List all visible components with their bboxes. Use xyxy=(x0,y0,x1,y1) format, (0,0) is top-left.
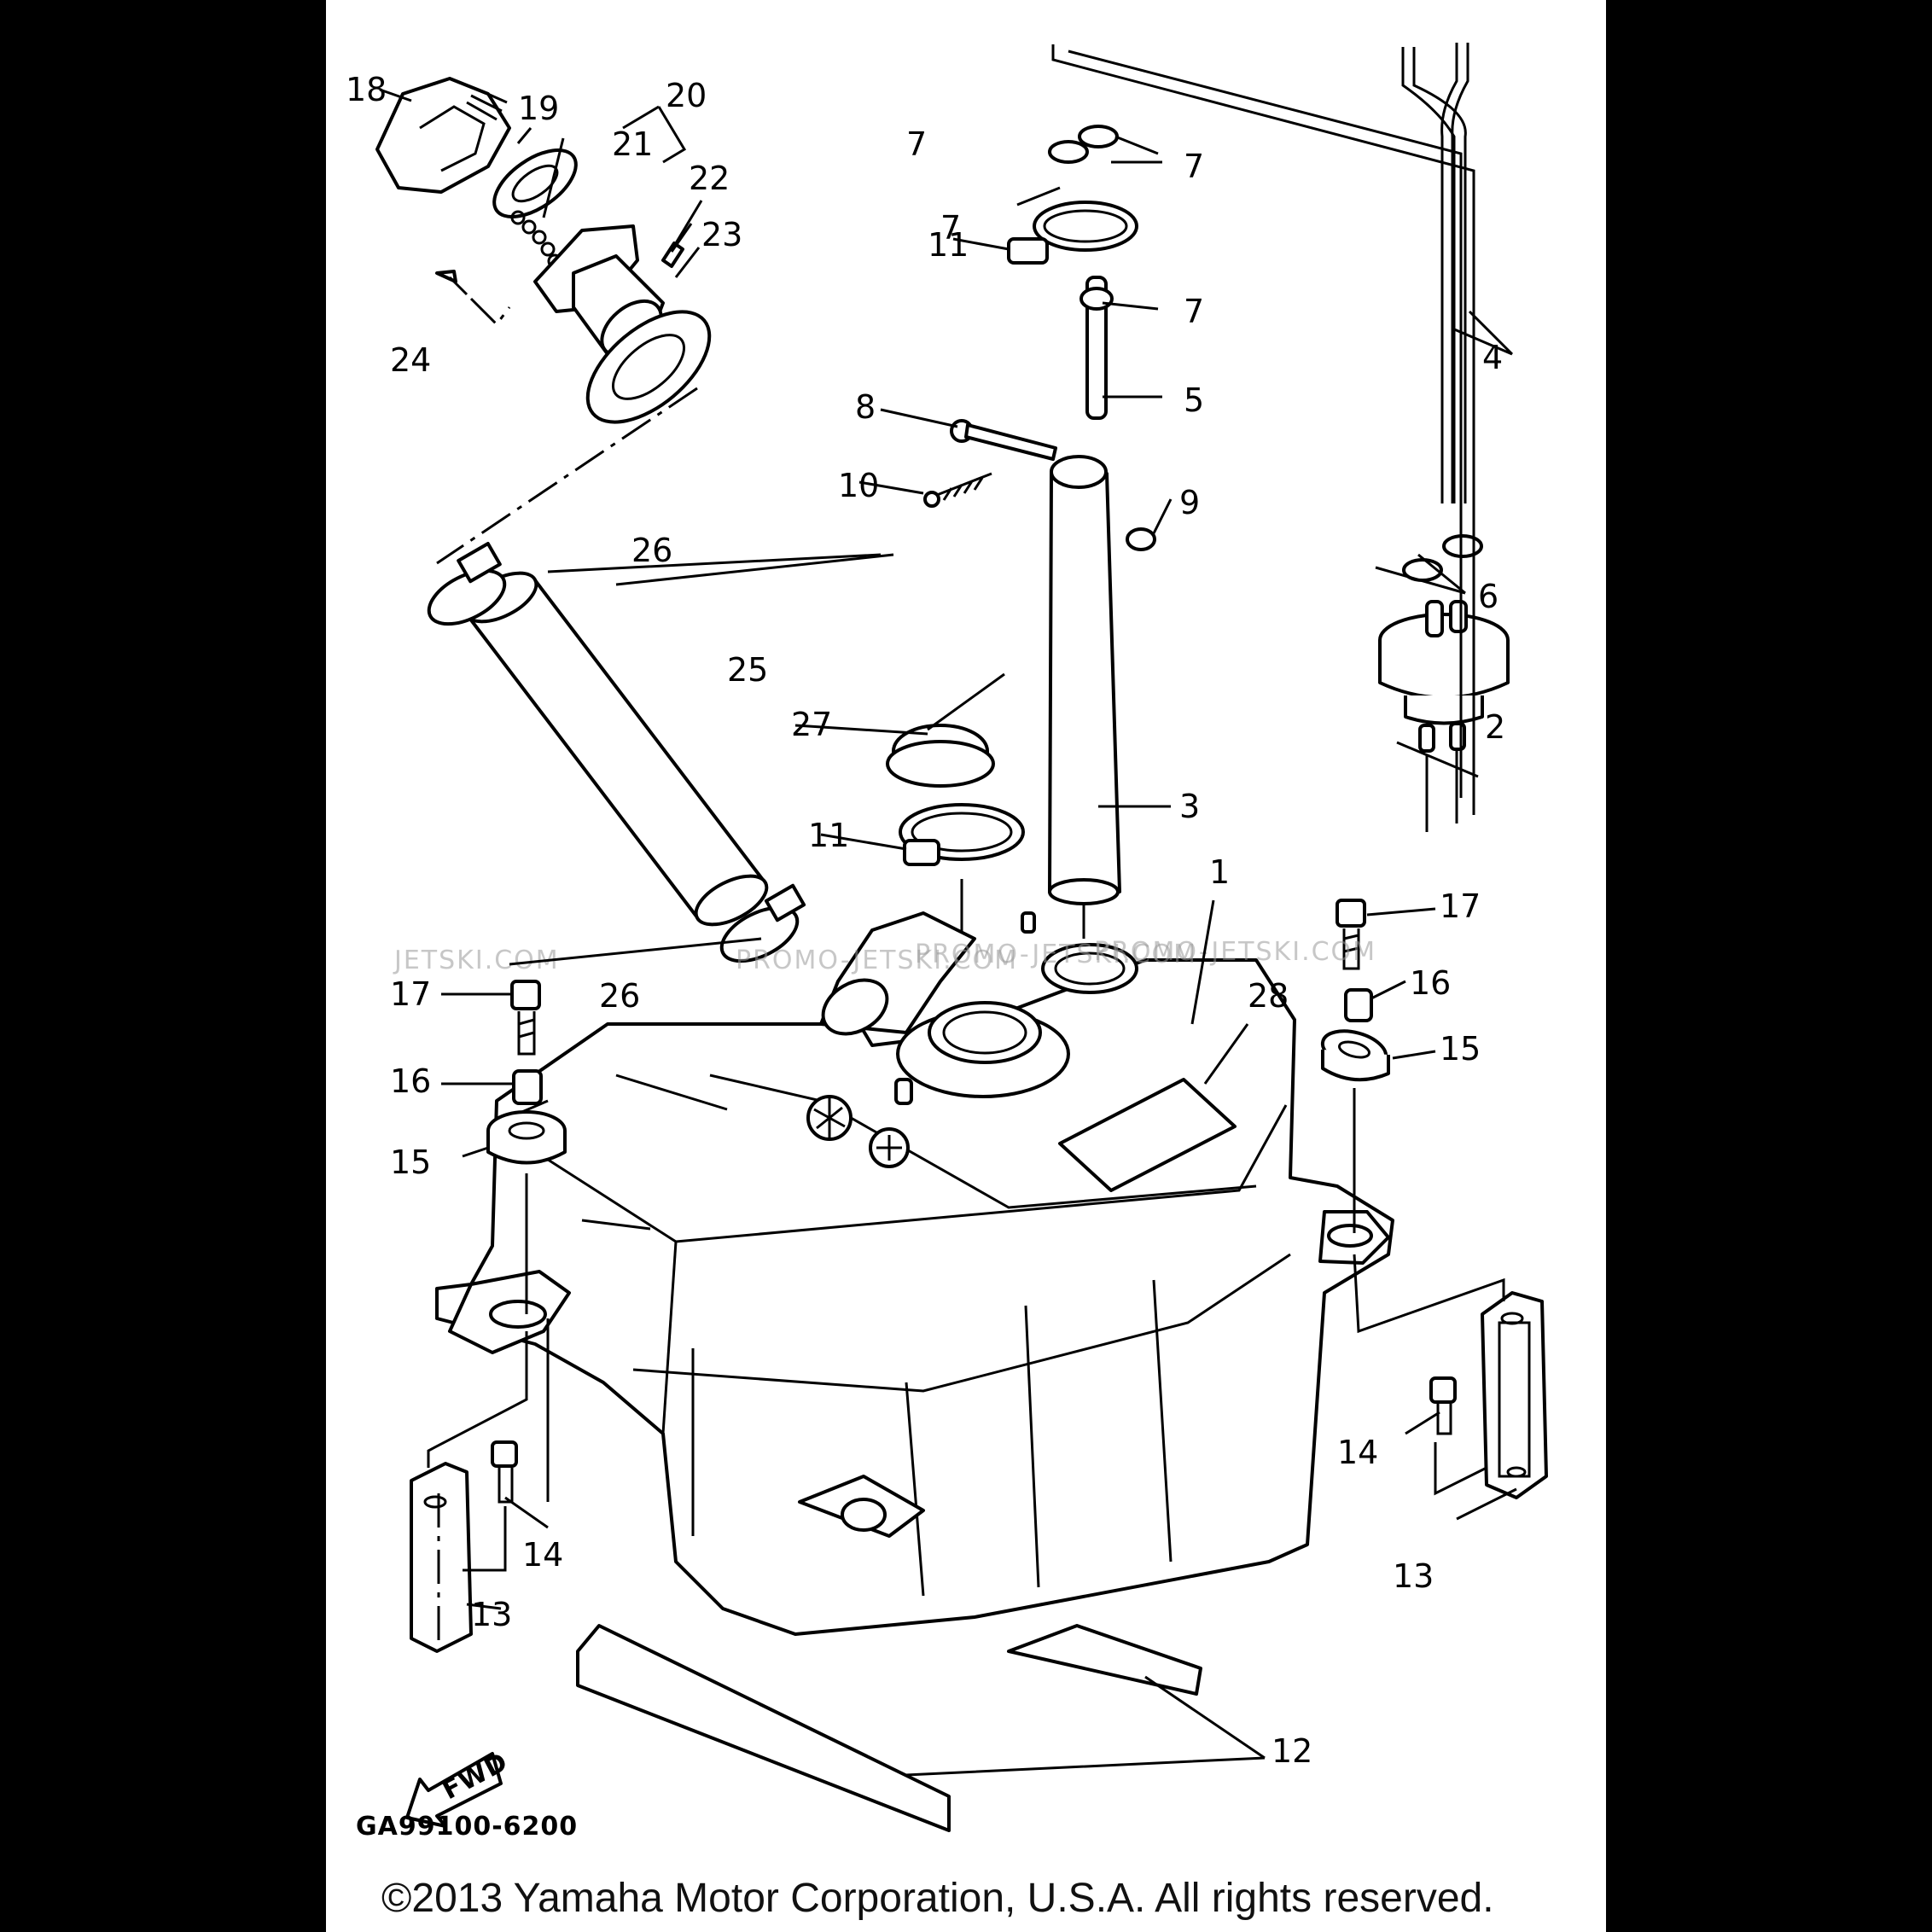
callout-10: 10 xyxy=(838,467,879,504)
callout-numbers: 1 2 3 4 5 6 7 7 7 7 8 9 10 11 11 12 13 1… xyxy=(346,71,1505,1770)
bolt-17-right xyxy=(1336,899,1366,970)
right-bracket-guide xyxy=(1353,1254,1505,1334)
callout-1: 1 xyxy=(1209,853,1230,891)
callout-19: 19 xyxy=(518,90,559,127)
leader-lines xyxy=(379,88,1517,1777)
tank-port-suction xyxy=(1041,943,1138,994)
callout-2: 2 xyxy=(1485,708,1505,746)
left-bracket-guide xyxy=(427,1331,528,1468)
frame-line-2 xyxy=(1068,49,1463,798)
callout-7d: 7 xyxy=(906,125,927,163)
callout-20: 20 xyxy=(666,77,707,114)
copyright-notice: ©2013 Yamaha Motor Corporation, U.S.A. A… xyxy=(381,1876,1494,1921)
callout-6: 6 xyxy=(1478,578,1498,615)
reference-code: GA99100-6200 xyxy=(356,1812,578,1842)
callout-15a: 15 xyxy=(390,1143,431,1181)
callout-23: 23 xyxy=(701,216,742,253)
callout-11b: 11 xyxy=(808,817,849,854)
watermark-2: PROMO-JETSKI.COM xyxy=(736,946,1018,975)
tank-filler-inlet xyxy=(819,911,976,1036)
vent-pipes xyxy=(1401,43,1469,503)
fuel-pipe-5 xyxy=(1085,276,1108,420)
frame-line-1 xyxy=(1051,44,1475,815)
callout-25: 25 xyxy=(727,651,768,689)
bracket-13-left xyxy=(410,1462,473,1653)
watermark-3: PROMO-JETSKI.COM xyxy=(915,940,1197,969)
suction-tube xyxy=(1048,455,1121,905)
damper-15-left xyxy=(486,1110,567,1165)
callout-11a: 11 xyxy=(928,226,969,264)
filler-gasket xyxy=(585,310,712,424)
callout-13a: 13 xyxy=(471,1596,512,1633)
callout-24: 24 xyxy=(390,341,431,379)
callout-28: 28 xyxy=(1248,977,1289,1015)
callout-22: 22 xyxy=(689,160,730,197)
callout-17a: 17 xyxy=(390,975,431,1013)
fuel-cap xyxy=(375,77,511,194)
callout-27: 27 xyxy=(791,706,832,743)
collar-16-left xyxy=(512,1069,543,1105)
filler-hose xyxy=(463,571,769,927)
callout-3: 3 xyxy=(1179,788,1200,825)
spring-10 xyxy=(923,472,992,508)
callout-7b: 7 xyxy=(940,209,961,247)
bolt-8 xyxy=(950,419,1057,461)
hose-clamp-lower xyxy=(719,883,806,963)
washer-9 xyxy=(1126,527,1156,551)
callout-9: 9 xyxy=(1179,484,1200,521)
collar-16-right xyxy=(1344,988,1373,1022)
callout-7c: 7 xyxy=(1184,293,1204,330)
parts-sheet: FWD JETSKI.COM PROMO-JETSKI.COM PROMO-JE… xyxy=(326,0,1606,1932)
callout-14a: 14 xyxy=(522,1536,563,1574)
callout-4: 4 xyxy=(1482,339,1503,376)
screw-24 xyxy=(435,270,511,327)
screw-22 xyxy=(661,200,703,268)
fuel-tank-exploded-diagram: FWD JETSKI.COM PROMO-JETSKI.COM PROMO-JE… xyxy=(346,43,1548,1921)
bolt-14-left xyxy=(491,1440,518,1504)
tank-drain-boss xyxy=(798,1475,925,1538)
left-bolt-guide xyxy=(463,1506,507,1572)
label-28 xyxy=(1058,1078,1237,1192)
pad-12-long xyxy=(576,1624,951,1832)
bolt-17-left xyxy=(510,980,541,1056)
damper-15-right xyxy=(1320,1029,1390,1082)
callout-18: 18 xyxy=(346,71,387,108)
cap-chain xyxy=(510,210,562,269)
hose-clamp-11-lower xyxy=(899,803,1025,866)
callout-16a: 16 xyxy=(390,1062,431,1100)
callout-14b: 14 xyxy=(1337,1434,1378,1471)
callout-17b: 17 xyxy=(1440,887,1481,925)
callout-26b: 26 xyxy=(599,977,640,1015)
callout-5: 5 xyxy=(1184,381,1204,419)
callout-12: 12 xyxy=(1272,1732,1312,1770)
tank-fittings xyxy=(806,911,1036,1168)
callout-21: 21 xyxy=(612,125,653,163)
watermark-1: JETSKI.COM xyxy=(393,946,560,975)
hose-clamp-11-upper xyxy=(1007,201,1138,265)
watermark-4: PROMO-JETSKI.COM xyxy=(1094,937,1376,967)
bracket-13-right xyxy=(1481,1291,1548,1499)
callout-8: 8 xyxy=(855,388,876,426)
tank-port-main xyxy=(896,1001,1070,1098)
bolt-14-right xyxy=(1429,1376,1457,1435)
callout-13b: 13 xyxy=(1393,1557,1434,1595)
hose-clamp-upper xyxy=(427,542,507,626)
callout-15b: 15 xyxy=(1440,1030,1481,1068)
callout-16b: 16 xyxy=(1410,964,1451,1002)
callout-7a: 7 xyxy=(1184,148,1204,185)
hose-centerline-upper xyxy=(436,387,698,565)
pad-12-short xyxy=(1007,1624,1202,1696)
tank-cap-27 xyxy=(886,724,995,788)
callout-26a: 26 xyxy=(631,532,672,569)
right-bolt-guide xyxy=(1434,1442,1487,1496)
